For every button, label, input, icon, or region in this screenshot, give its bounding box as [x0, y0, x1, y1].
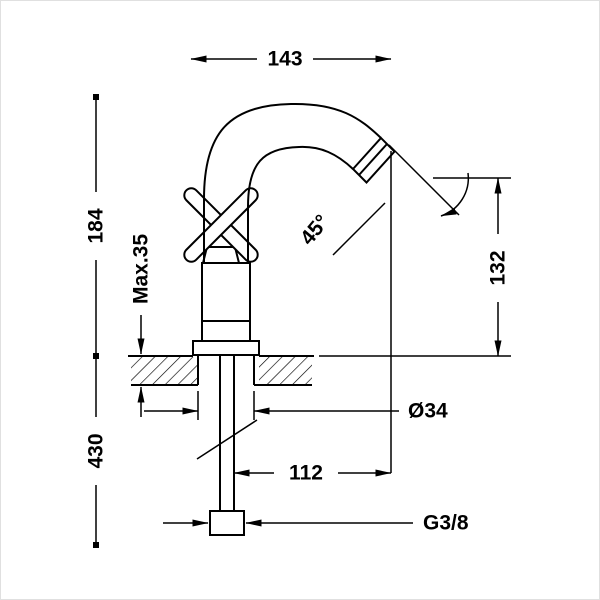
- label-bg: [486, 234, 510, 302]
- dim-label-132: 132: [487, 250, 510, 285]
- label-bg: [257, 47, 313, 71]
- label-bg: [84, 417, 108, 485]
- faucet-body-lower: [201, 320, 251, 342]
- dim-label-430: 430: [85, 433, 108, 468]
- dimension-lower-height: 430: [84, 356, 108, 548]
- spout-inner-curve: [247, 145, 354, 263]
- dim-label-143: 143: [267, 48, 302, 71]
- dimension-thread-size: G3/8: [163, 512, 469, 535]
- spout-tip: [351, 136, 396, 184]
- dimension-spout-reach: 112: [233, 151, 392, 485]
- dim-endpoint-dot: [93, 94, 99, 100]
- dimension-top-width: 143: [190, 47, 392, 71]
- angle-arc-arrow: [440, 172, 470, 217]
- dim-label-max35: Max.35: [130, 234, 153, 304]
- dimension-base-diameter: Ø34: [144, 391, 448, 423]
- dim-label-d34: Ø34: [408, 400, 448, 423]
- faucet: [183, 102, 396, 536]
- deck-section: [128, 355, 314, 386]
- faucet-body-upper: [201, 262, 251, 322]
- angle-leader-line: [332, 202, 386, 256]
- deck-hatch-left: [131, 357, 197, 385]
- dim-label-184: 184: [85, 208, 108, 243]
- deck-hatch-right: [259, 357, 312, 385]
- dimension-outlet-height: 132: [319, 177, 511, 357]
- dimension-upper-height: 184: [84, 94, 108, 359]
- label-bg: [84, 192, 108, 260]
- base-flange: [192, 340, 260, 356]
- dim-endpoint-dot: [93, 542, 99, 548]
- cross-handle-arm: [183, 187, 259, 263]
- spout-axis-line: [388, 144, 460, 216]
- angle-label-45: 45°: [296, 210, 334, 249]
- label-bg: [274, 461, 338, 485]
- dim-label-g38: G3/8: [423, 512, 469, 535]
- dimension-max-deck: Max.35: [130, 234, 153, 417]
- spout-outer-curve: [203, 102, 382, 263]
- mounting-nut: [209, 510, 245, 536]
- spout-tip-detail: [358, 143, 388, 176]
- handle-stem: [201, 246, 241, 264]
- break-mark: [196, 419, 258, 460]
- dim-label-112: 112: [289, 462, 323, 485]
